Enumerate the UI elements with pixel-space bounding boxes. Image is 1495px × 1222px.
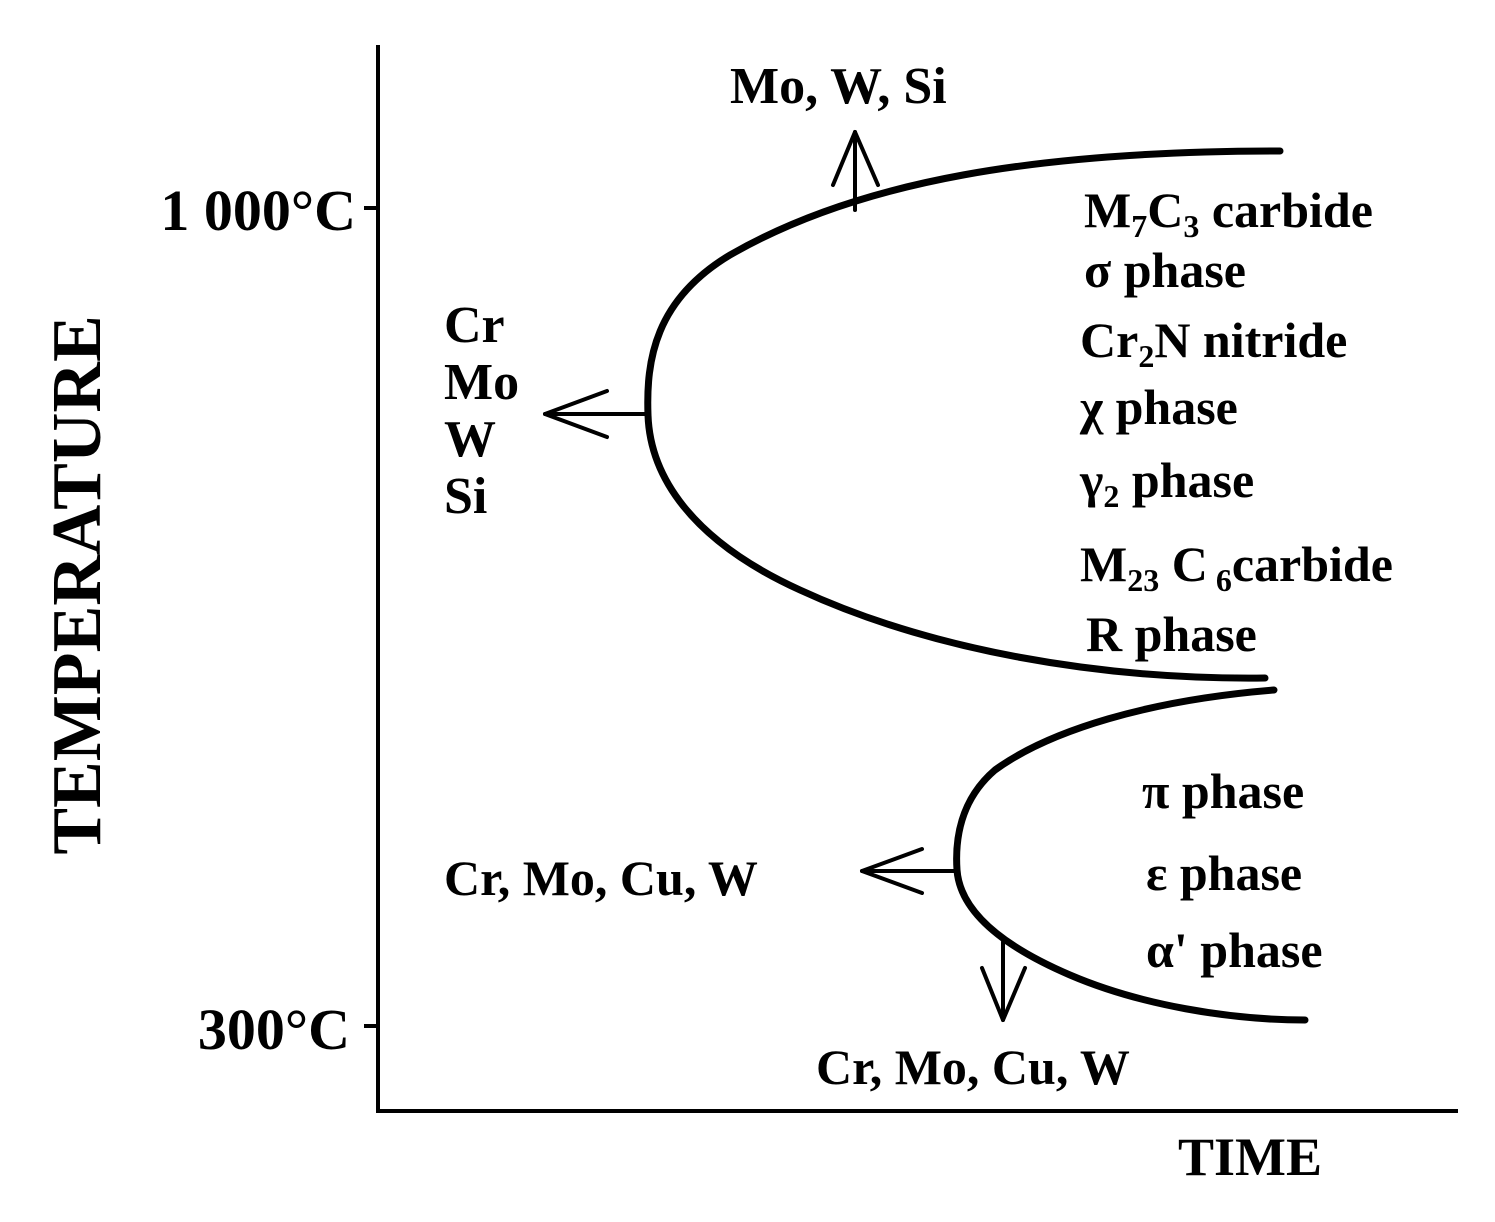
x-axis-title: TIME xyxy=(1178,1127,1322,1187)
upper-c-curve xyxy=(644,147,1284,682)
left-element: Cr xyxy=(444,297,505,354)
top-elements-label: Mo, W, Si xyxy=(730,58,947,115)
y-tick-label-300: 300°C xyxy=(198,997,350,1062)
phase-pi: π phase xyxy=(1142,763,1304,819)
arrow-up-icon xyxy=(831,130,880,212)
y-axis-title: TEMPERATURE xyxy=(39,315,116,854)
phase-chi: χ phase xyxy=(1079,379,1238,435)
lower-c-curve xyxy=(953,686,1309,1024)
lower-left-elements-label: Cr, Mo, Cu, W xyxy=(444,850,758,906)
left-element: Mo xyxy=(444,354,519,411)
phase-m7c3: M7C3 carbide xyxy=(1084,182,1373,244)
phase-alpha-prime: α' phase xyxy=(1146,922,1323,978)
phase-gamma2: γ2 phase xyxy=(1079,452,1254,514)
phase-sigma: σ phase xyxy=(1084,242,1246,298)
arrow-down-icon xyxy=(980,940,1027,1022)
lower-bottom-elements-label: Cr, Mo, Cu, W xyxy=(816,1039,1130,1095)
upper-phase-list: M7C3 carbide σ phase Cr2N nitride χ phas… xyxy=(1079,182,1393,662)
y-tick-label-1000: 1 000°C xyxy=(160,178,356,243)
left-element: W xyxy=(444,411,496,468)
arrow-left-icon xyxy=(543,389,647,439)
arrow-left-lower-icon xyxy=(860,847,957,895)
phase-cr2n: Cr2N nitride xyxy=(1080,312,1347,374)
lower-phase-list: π phase ε phase α' phase xyxy=(1142,763,1323,978)
phase-r: R phase xyxy=(1086,606,1257,662)
phase-m23c6: M23 C 6carbide xyxy=(1080,536,1393,598)
left-elements-stack: Cr Mo W Si xyxy=(444,297,519,525)
left-element: Si xyxy=(444,468,487,525)
phase-epsilon: ε phase xyxy=(1146,845,1302,901)
